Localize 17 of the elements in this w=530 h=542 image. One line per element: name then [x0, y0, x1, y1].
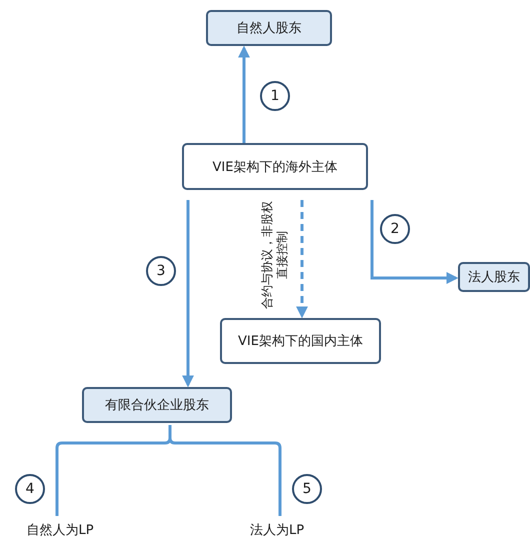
- callout-number: 3: [146, 256, 176, 286]
- entity-box: 有限合伙企业股东: [82, 387, 232, 423]
- connector-arrow: [182, 200, 194, 388]
- connector-arrow: [296, 200, 308, 318]
- callout-number: 4: [15, 474, 45, 504]
- node-label: 法人为LP: [244, 520, 310, 540]
- connector-arrow: [370, 200, 458, 284]
- node-label: 自然人为LP: [14, 520, 106, 540]
- entity-box: VIE架构下的海外主体: [182, 143, 368, 190]
- callout-number: 2: [380, 214, 410, 244]
- entity-box: 自然人股东: [206, 10, 332, 46]
- entity-box: VIE架构下的国内主体: [220, 318, 381, 364]
- callout-number: 5: [292, 474, 322, 504]
- callout-number: 1: [260, 81, 290, 111]
- connector-arrow: [238, 46, 250, 143]
- entity-box: 法人股东: [458, 262, 530, 292]
- edge-label: 合约与协议，非股权直接控制: [260, 200, 290, 310]
